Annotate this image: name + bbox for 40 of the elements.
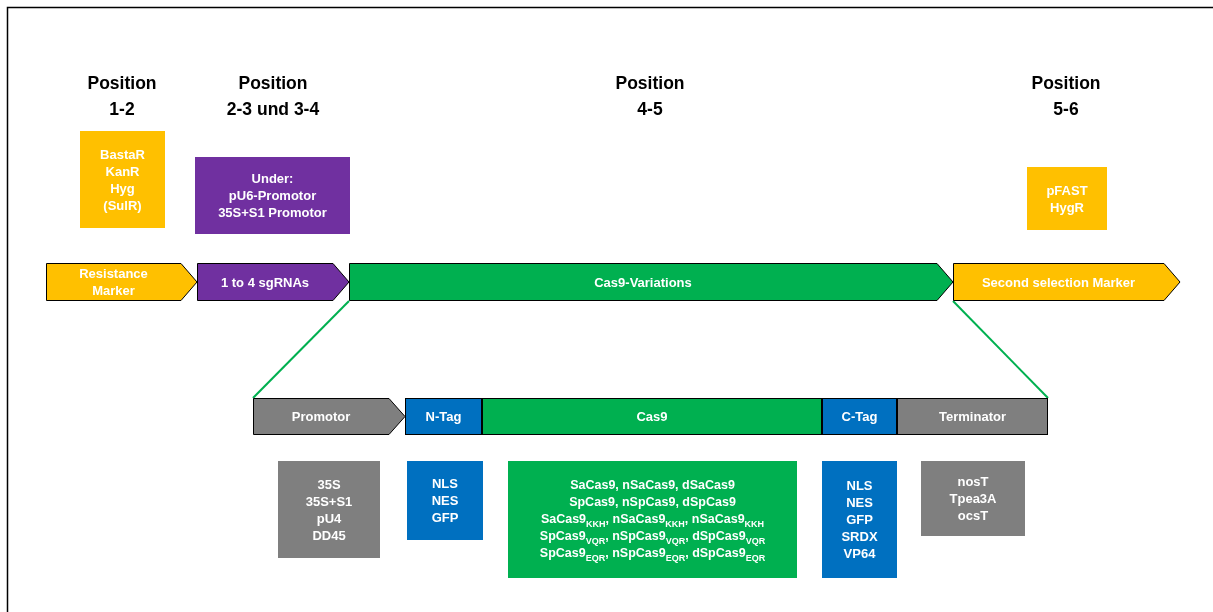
list-text: Under: pU6-Promotor 35S+S1 Promotor [218,170,327,221]
chevron-segment [197,263,349,301]
list-text: NLS NES GFP SRDX VP64 [841,477,878,562]
list-box [80,131,165,228]
position-heading: Position 1-2 [87,72,157,121]
list-box [1027,167,1107,230]
chevron-segment [46,263,197,301]
position-heading: Position 4-5 [615,72,685,121]
list-text: SaCas9, nSaCas9, dSaCas9 SpCas9, nSpCas9, dSpCas9 SaCas9$_{KKH}$, nSaCas9$_{KKH}$, nSaCas9$_{KKH}$ SpCas9$_{VQR}$, nSpCas9$_{VQR}$, dSpCas9$_{VQR}$ SpCas9$_{EQR}$, nSpCas9$_{EQR}$, dSpCas9$_{EQR}$ [539,477,766,562]
list-box [407,461,483,540]
bar-segment [897,398,1048,435]
segment-label: Terminator [939,408,1006,425]
position-heading: Position 2-3 und 3-4 [226,72,320,121]
list-text: pFAST HygR [1046,181,1088,216]
segment-label: Promotor [291,408,351,425]
list-box [508,461,797,578]
segment-label: 1 to 4 sgRNAs [220,273,310,291]
chevron-segment [253,398,405,435]
list-text: NLS NES GFP [431,475,459,526]
zoom-line [952,300,1049,399]
bar-segment [405,398,482,435]
segment-label: Cas9-Variations [594,273,692,291]
chevron-segment [953,263,1180,301]
list-box [278,461,380,558]
segment-label: Cas9 [636,408,668,425]
list-box [195,157,350,234]
zoom-line [252,300,350,399]
list-text: nosT Tpea3A ocsT [949,473,997,524]
list-box [822,461,897,578]
segment-label: Second selection Marker [981,273,1136,291]
list-box [921,461,1025,536]
list-text: 35S 35S+S1 pU4 DD45 [305,475,353,544]
segment-label: C-Tag [841,408,878,425]
list-text: BastaR KanR Hyg (SulR) [100,145,145,214]
segment-label: Resistance Marker [79,265,148,299]
bar-segment [822,398,897,435]
position-heading: Position 5-6 [1031,72,1101,121]
bar-segment [482,398,822,435]
segment-label: N-Tag [425,408,462,425]
chevron-segment [349,263,953,301]
